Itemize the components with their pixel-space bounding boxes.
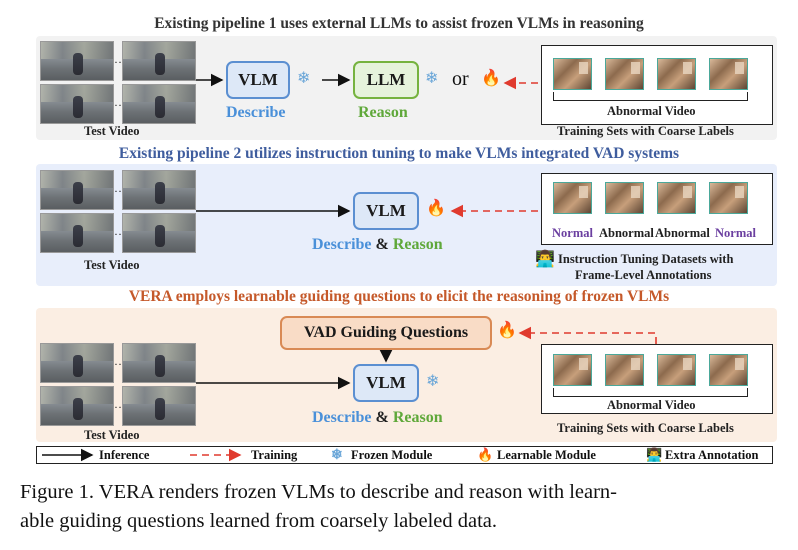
video-frame	[40, 41, 114, 81]
caption-line-1: Figure 1. VERA renders frozen VLMs to de…	[20, 481, 618, 503]
frame	[553, 182, 592, 214]
snowflake-icon: ❄	[425, 70, 439, 87]
abnormal-video-label: Abnormal Video	[607, 104, 696, 118]
fire-icon: 🔥	[426, 200, 446, 217]
figure-caption: Figure 1. VERA renders frozen VLMs to de…	[20, 478, 790, 536]
caption-line-2: able guiding questions learned from coar…	[20, 510, 498, 532]
video-frame	[122, 41, 196, 81]
abnormal-frame	[709, 58, 748, 90]
video-frame	[122, 386, 196, 426]
frame-label-abnormal: Abnormal	[599, 226, 654, 240]
ampersand: &	[375, 409, 389, 426]
snowflake-icon: ❄	[426, 373, 440, 390]
abnormal-frame	[657, 354, 696, 386]
pipeline-2-heading: Existing pipeline 2 utilizes instruction…	[118, 145, 680, 162]
frame-label-normal: Normal	[552, 226, 593, 240]
describe-label: Describe	[226, 104, 286, 121]
guiding-questions-box: VAD Guiding Questions	[280, 316, 492, 350]
test-video-label: Test Video	[84, 428, 140, 442]
training-sets-label: Training Sets with Coarse Labels	[557, 124, 734, 138]
bracket	[553, 92, 748, 101]
or-text: or	[452, 68, 469, 90]
video-frame	[40, 343, 114, 383]
abnormal-frame	[657, 58, 696, 90]
video-frame	[122, 84, 196, 124]
abnormal-frame	[605, 58, 644, 90]
legend-learnable: Learnable Module	[497, 448, 596, 462]
frame-label-normal: Normal	[715, 226, 756, 240]
frame-label-abnormal: Abnormal	[655, 226, 710, 240]
reason-label: Reason	[358, 104, 408, 121]
ampersand: &	[375, 236, 389, 253]
abnormal-video-label: Abnormal Video	[607, 398, 696, 412]
legend-frozen: Frozen Module	[351, 448, 433, 462]
legend-annotation: Extra Annotation	[665, 448, 759, 462]
vlm-box: VLM	[353, 192, 419, 230]
describe-label: Describe	[312, 409, 372, 426]
reason-label: Reason	[392, 236, 443, 253]
instruction-label-line2: Frame-Level Annotations	[575, 268, 712, 282]
pipeline-1-heading: Existing pipeline 1 uses external LLMs t…	[154, 15, 644, 32]
video-frame	[122, 343, 196, 383]
video-frame	[122, 213, 196, 253]
fire-icon: 🔥	[497, 322, 517, 339]
video-frame	[40, 386, 114, 426]
bracket	[553, 388, 748, 397]
video-frame	[40, 84, 114, 124]
person-icon: 👨‍💻	[535, 251, 555, 268]
frame	[605, 182, 644, 214]
frame	[709, 182, 748, 214]
test-video-label: Test Video	[84, 124, 140, 138]
describe-reason-label: Describe & Reason	[312, 236, 443, 254]
abnormal-frame	[605, 354, 644, 386]
abnormal-frame	[553, 354, 592, 386]
vera-heading: VERA employs learnable guiding questions…	[128, 288, 670, 305]
training-arrow	[518, 326, 657, 344]
video-frame	[40, 170, 114, 210]
legend: Inference Training ❄ Frozen Module 🔥 Lea…	[36, 446, 773, 464]
fire-icon: 🔥	[477, 447, 494, 462]
legend-training: Training	[251, 448, 298, 462]
reason-label: Reason	[392, 409, 443, 426]
training-sets-label: Training Sets with Coarse Labels	[557, 421, 734, 435]
abnormal-frame	[709, 354, 748, 386]
snowflake-icon: ❄	[331, 448, 343, 463]
fire-icon: 🔥	[481, 70, 501, 87]
vlm-box: VLM	[353, 364, 419, 402]
legend-inference: Inference	[99, 448, 150, 462]
video-frame	[122, 170, 196, 210]
describe-label: Describe	[312, 236, 372, 253]
person-icon: 👨‍💻	[646, 447, 663, 462]
video-frame	[40, 213, 114, 253]
abnormal-frame	[553, 58, 592, 90]
frame	[657, 182, 696, 214]
test-video-label: Test Video	[84, 258, 140, 272]
snowflake-icon: ❄	[297, 70, 311, 87]
describe-reason-label: Describe & Reason	[312, 409, 443, 427]
vlm-box: VLM	[226, 61, 290, 99]
instruction-label-line1: Instruction Tuning Datasets with	[558, 252, 734, 266]
llm-box: LLM	[353, 61, 419, 99]
